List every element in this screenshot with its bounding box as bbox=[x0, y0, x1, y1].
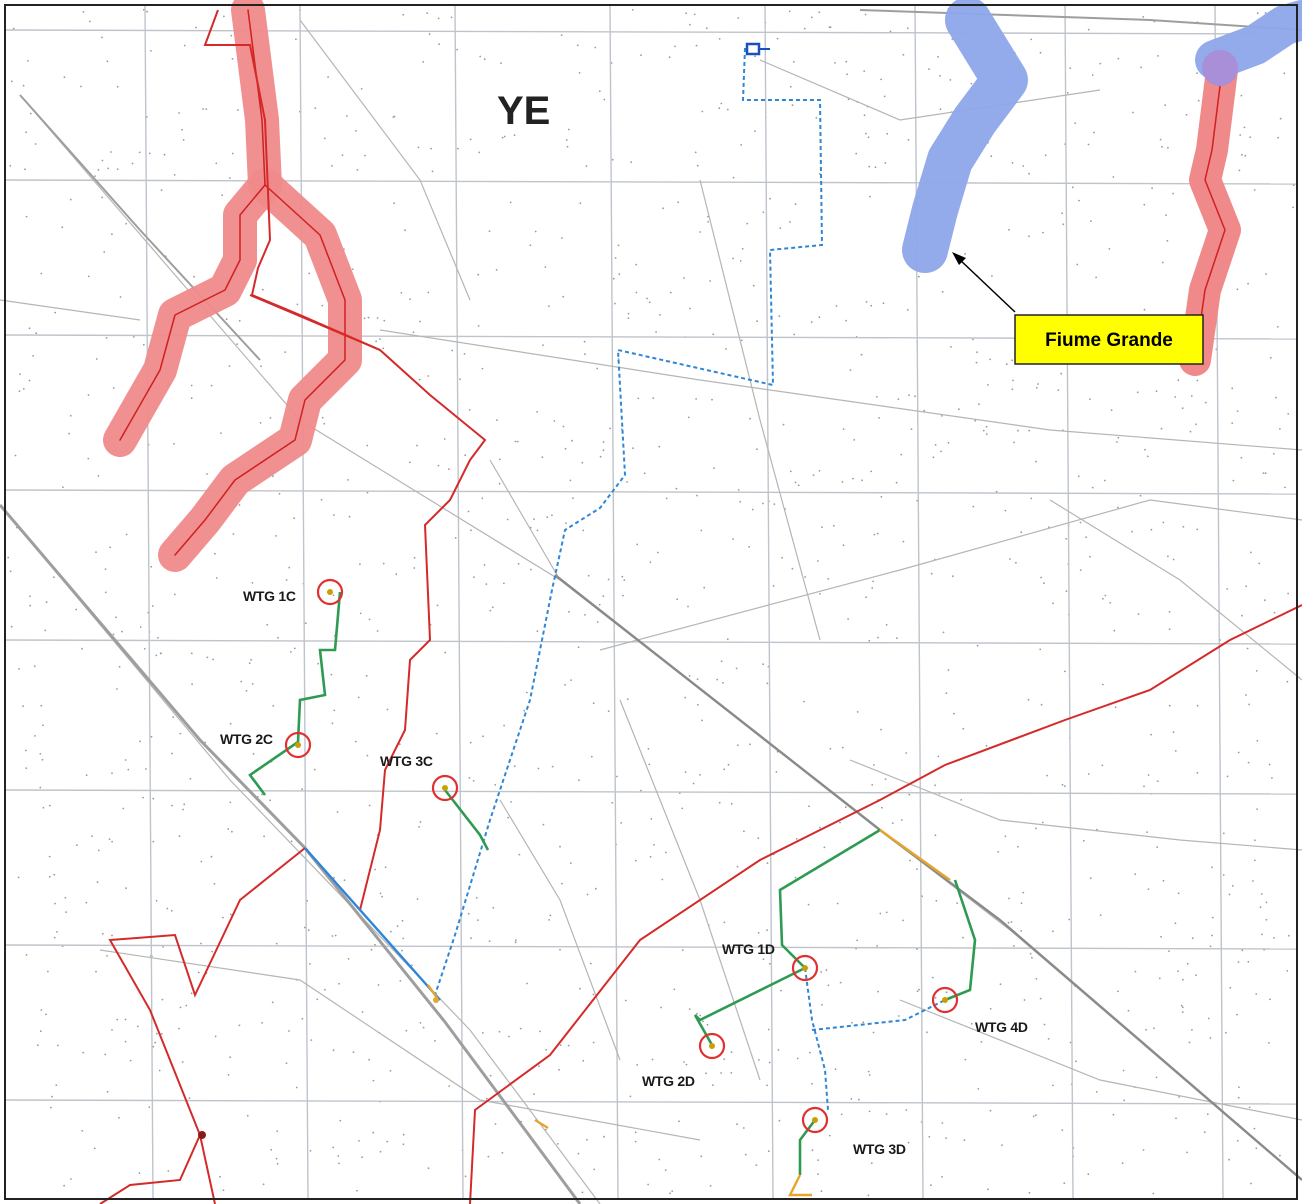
turbine-label-1c: WTG 1C bbox=[243, 588, 296, 604]
cable-green bbox=[248, 591, 977, 1175]
cable-blue-dashed bbox=[304, 47, 946, 1111]
turbine-label-2d: WTG 2D bbox=[642, 1073, 695, 1089]
turbine-label-4d: WTG 4D bbox=[975, 1019, 1028, 1035]
turbine-3c-marker[interactable] bbox=[431, 774, 459, 802]
red-buffer-left bbox=[103, 0, 362, 572]
turbine-markers bbox=[284, 578, 959, 1134]
map-frame bbox=[4, 4, 1298, 1200]
fiume-grande-buffer bbox=[902, 0, 1302, 273]
terrain-texture bbox=[7, 7, 1295, 1197]
turbine-1d-marker[interactable] bbox=[791, 954, 819, 982]
turbine-label-1d: WTG 1D bbox=[722, 941, 775, 957]
cable-yellow bbox=[427, 829, 951, 1197]
turbine-label-3c: WTG 3C bbox=[380, 753, 433, 769]
turbine-3d-marker[interactable] bbox=[801, 1106, 829, 1134]
turbine-label-2c: WTG 2C bbox=[220, 731, 273, 747]
sheet-label: YE bbox=[497, 89, 550, 133]
callout-box bbox=[1014, 314, 1204, 365]
boundary-node bbox=[198, 1131, 206, 1139]
fiume-grande-callout: Fiume Grande bbox=[952, 252, 1204, 365]
turbine-labels: WTG 1C WTG 2C WTG 3C WTG 1D WTG 2D WTG 3… bbox=[220, 588, 1028, 1157]
turbine-4d-marker[interactable] bbox=[931, 986, 959, 1014]
turbine-2d-marker[interactable] bbox=[698, 1032, 726, 1060]
turbine-1c-marker[interactable] bbox=[316, 578, 344, 606]
junction-yellow bbox=[433, 997, 439, 1003]
callout-label: Fiume Grande bbox=[1045, 330, 1173, 351]
turbine-label-3d: WTG 3D bbox=[853, 1141, 906, 1157]
turbine-2c-marker[interactable] bbox=[284, 731, 312, 759]
administrative-boundary bbox=[99, 9, 1302, 1204]
red-buffer-right bbox=[1179, 54, 1241, 376]
